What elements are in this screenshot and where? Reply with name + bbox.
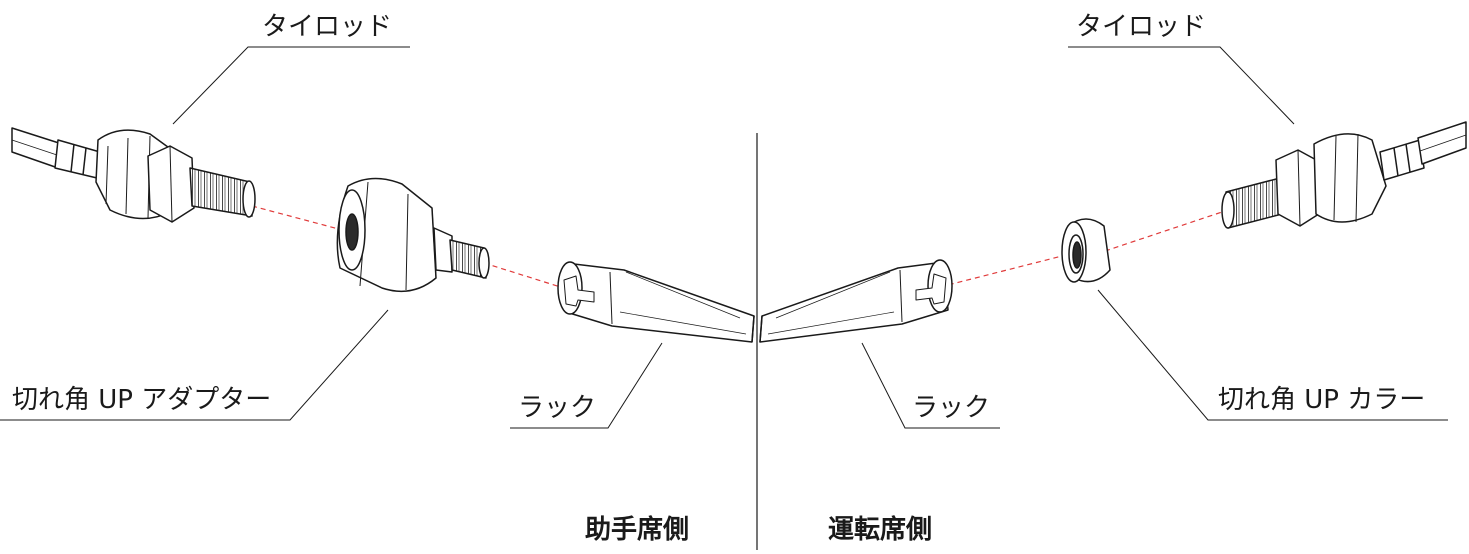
alignment-guides <box>251 205 1223 291</box>
leader-right-rack <box>861 342 1000 429</box>
label-passenger-side: 助手席側 <box>585 515 690 545</box>
label-collar: 切れ角 UP カラー <box>1218 385 1426 415</box>
collar-part <box>1061 218 1111 283</box>
label-left-rack: ラック <box>518 393 597 423</box>
label-driver-side: 運転席側 <box>828 515 933 545</box>
adapter-part <box>336 177 490 293</box>
right-rack <box>759 259 953 343</box>
label-left-tierod: タイロッド <box>262 12 393 42</box>
right-tierod <box>1221 121 1467 229</box>
leader-adapter <box>0 309 389 421</box>
left-tierod <box>11 127 256 223</box>
label-right-rack: ラック <box>912 393 991 423</box>
label-adapter: 切れ角 UP アダプター <box>12 385 272 415</box>
leader-left-tierod <box>172 46 410 125</box>
leader-right-tierod <box>1068 46 1295 125</box>
left-rack <box>557 261 755 343</box>
leader-left-rack <box>510 342 663 429</box>
leader-collar <box>1097 289 1448 421</box>
label-right-tierod: タイロッド <box>1076 12 1207 42</box>
